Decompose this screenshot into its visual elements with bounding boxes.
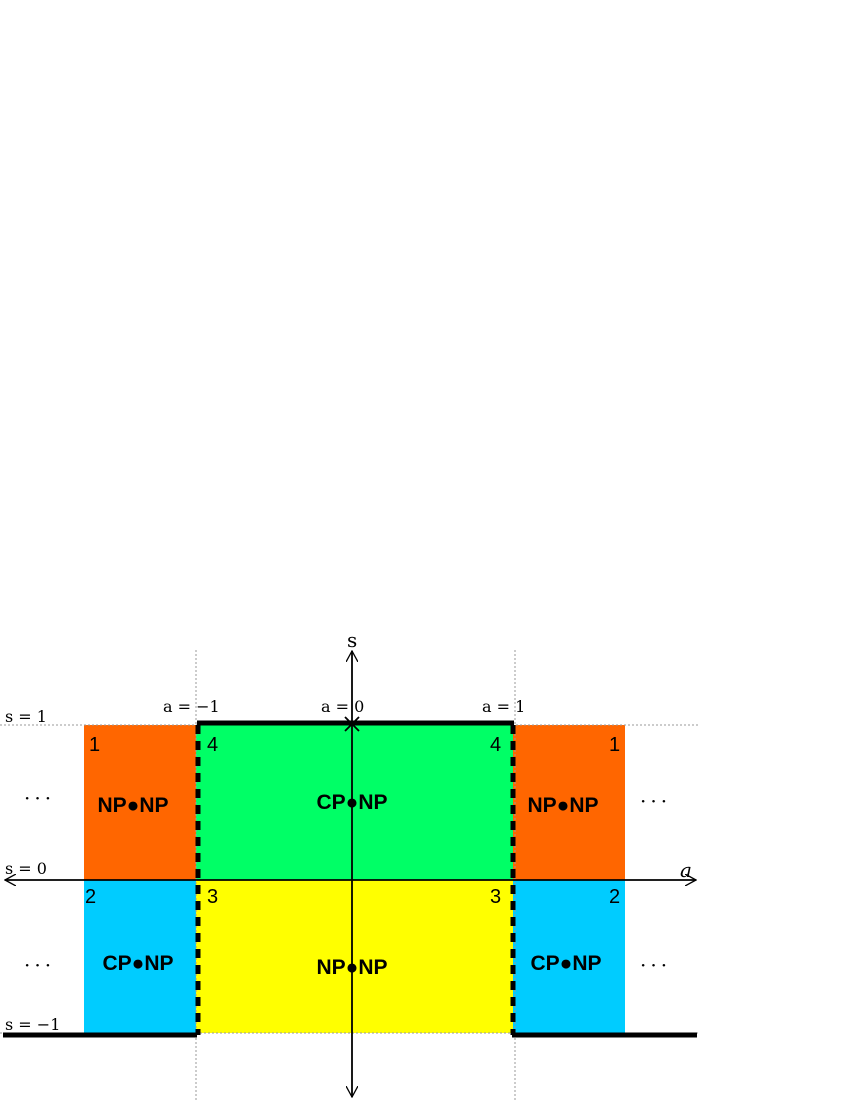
- region-label-right-top: NP●NP: [527, 794, 598, 817]
- region-number-center-top-left: 4: [207, 734, 218, 756]
- region-number-center-top-right: 4: [490, 734, 501, 756]
- region-number-right-top: 1: [609, 734, 620, 756]
- region-label-left-bottom: CP●NP: [102, 952, 173, 975]
- region-number-right-bottom: 2: [609, 886, 620, 908]
- region-number-left-bottom: 2: [85, 886, 96, 908]
- region-number-left-top: 1: [89, 734, 100, 756]
- label-s-zero: s = 0: [5, 859, 47, 878]
- axis-label-s: s: [347, 628, 357, 652]
- region-right-bottom: [513, 880, 625, 1033]
- ellipsis-right-bottom: ···: [640, 953, 671, 977]
- label-a-minus-one: a = −1: [163, 697, 220, 716]
- region-right-top: [513, 725, 625, 880]
- region-number-center-bottom-right: 3: [490, 886, 501, 908]
- region-left-top: [84, 725, 196, 880]
- region-number-center-bottom-left: 3: [207, 886, 218, 908]
- region-label-right-bottom: CP●NP: [530, 952, 601, 975]
- axis-label-a: a: [680, 858, 692, 882]
- label-a-zero: a = 0: [321, 697, 364, 716]
- cross-mark-a-zero: [344, 716, 360, 732]
- region-label-center-top: CP●NP: [316, 791, 387, 814]
- region-label-center-bottom: NP●NP: [316, 956, 387, 979]
- label-a-one: a = 1: [482, 697, 525, 716]
- ellipsis-left-bottom: ···: [24, 953, 55, 977]
- region-left-bottom: [84, 880, 196, 1033]
- label-s-minus-one: s = −1: [5, 1015, 60, 1034]
- ellipsis-right-top: ···: [640, 789, 671, 813]
- ellipsis-left-top: ···: [24, 786, 55, 810]
- region-label-left-top: NP●NP: [97, 794, 168, 817]
- label-s-one: s = 1: [5, 707, 47, 726]
